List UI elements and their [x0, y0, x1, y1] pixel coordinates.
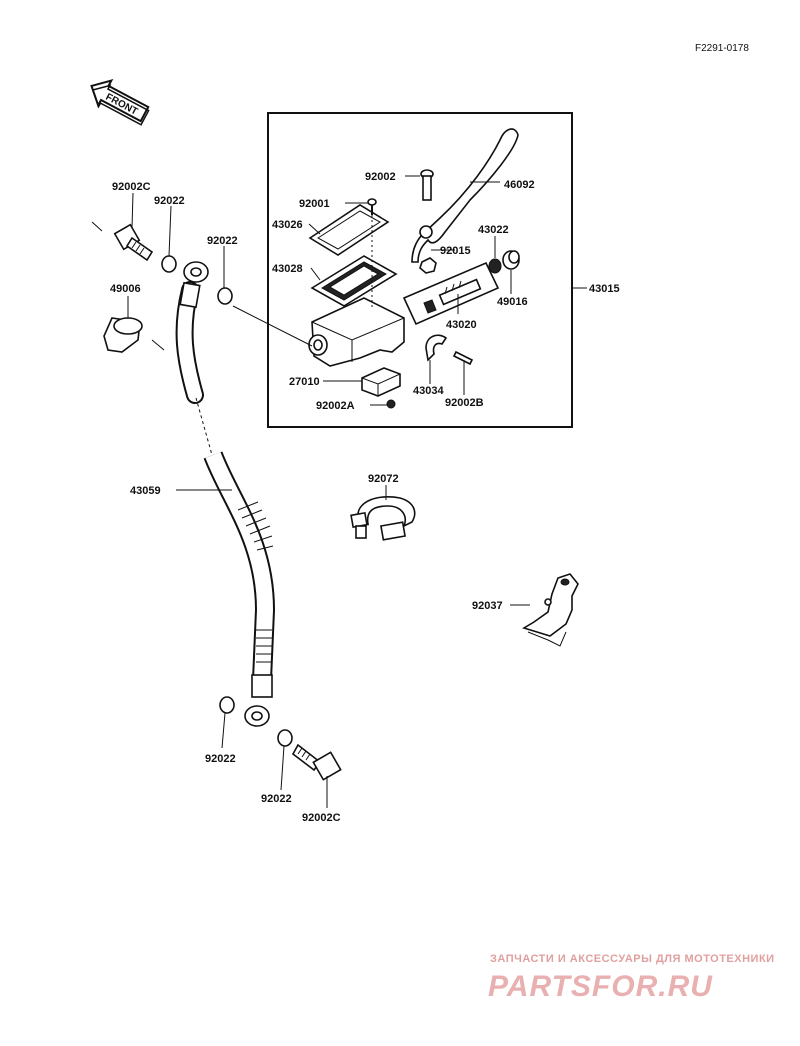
screw-92001	[367, 198, 377, 215]
washer-top-a	[161, 255, 177, 273]
label-43015: 43015	[589, 283, 620, 295]
leader-lines	[127, 175, 587, 808]
label-43022: 43022	[478, 224, 509, 236]
rubber-cap	[91, 221, 165, 353]
label-43034: 43034	[413, 385, 444, 397]
label-92022-d: 92022	[261, 793, 292, 805]
banjo-bolt-top	[113, 223, 154, 262]
banjo-bolt-bottom	[291, 743, 342, 781]
bracket-92037	[522, 573, 579, 647]
watermark-brand: PARTSFOR.RU	[488, 970, 713, 1003]
label-92002: 92002	[365, 171, 396, 183]
front-arrow-icon: FRONT	[90, 79, 150, 126]
label-27010: 27010	[289, 376, 320, 388]
brake-switch	[361, 367, 401, 397]
label-92072: 92072	[368, 473, 399, 485]
bolt-92002B	[452, 350, 474, 366]
brake-hose	[175, 261, 276, 727]
washer-bottom-a	[219, 696, 235, 714]
label-92022-c: 92022	[205, 753, 236, 765]
label-46092: 46092	[504, 179, 535, 191]
label-43028: 43028	[272, 263, 303, 275]
label-92002B: 92002B	[445, 397, 484, 409]
assembly-box	[267, 112, 573, 428]
label-92002C-bottom: 92002C	[302, 812, 341, 824]
label-49006: 49006	[110, 283, 141, 295]
diaphragm	[310, 255, 398, 307]
diagram-code: F2291-0178	[695, 43, 749, 54]
label-49016: 49016	[497, 296, 528, 308]
pivot-bolt	[420, 169, 434, 201]
boot-43022	[488, 258, 502, 274]
label-43059: 43059	[130, 485, 161, 497]
washer-bottom-b	[277, 729, 293, 747]
label-92022-b: 92022	[207, 235, 238, 247]
watermark-tagline: ЗАПЧАСТИ И АКСЕССУАРЫ ДЛЯ МОТОТЕХНИКИ	[490, 953, 775, 965]
label-92037: 92037	[472, 600, 503, 612]
nut-92015	[419, 257, 437, 274]
boot-49016	[502, 250, 520, 270]
label-92002A: 92002A	[316, 400, 355, 412]
label-92001: 92001	[299, 198, 330, 210]
label-43020: 43020	[446, 319, 477, 331]
label-43026: 43026	[272, 219, 303, 231]
clamp-92072	[350, 496, 416, 541]
label-92002C-top: 92002C	[112, 181, 151, 193]
screw-92002A	[386, 399, 396, 409]
washer-top-b	[217, 287, 233, 305]
label-92022-a: 92022	[154, 195, 185, 207]
reservoir-cap	[308, 204, 390, 256]
label-92015: 92015	[440, 245, 471, 257]
master-cylinder-body	[308, 297, 405, 367]
piston-assembly	[402, 261, 500, 326]
clamp-holder	[425, 334, 448, 362]
brake-lever	[411, 128, 519, 263]
